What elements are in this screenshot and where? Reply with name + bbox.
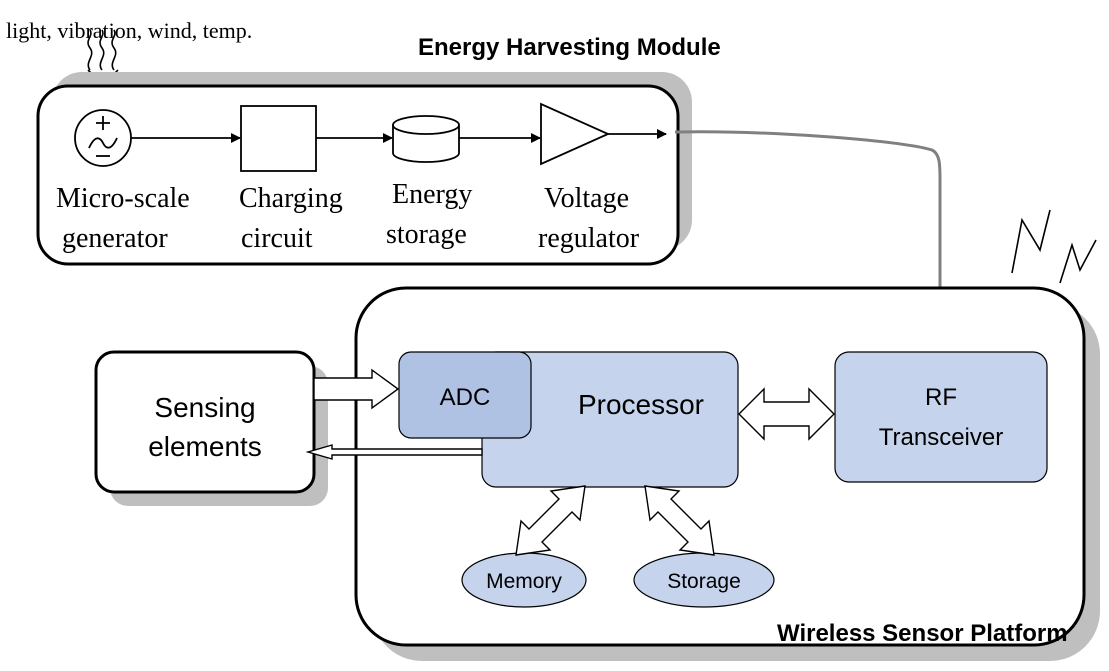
processor-memory-bidirectional-arrow <box>515 485 586 556</box>
processor-storage-bidirectional-arrow <box>644 485 715 556</box>
sensing-to-adc-arrow <box>313 368 400 410</box>
antenna-signal-icon <box>1011 209 1097 284</box>
regulator-label-line1: Voltage <box>544 183 629 214</box>
sensing-label-line2: elements <box>148 431 262 462</box>
rf-label-line2: Transceiver <box>879 424 1003 451</box>
adc-label: ADC <box>440 384 491 411</box>
charging-circuit-block <box>240 105 317 172</box>
generator-label-line1: Micro-scale <box>56 183 190 214</box>
generator-label-line2: generator <box>62 223 168 254</box>
processor-label: Processor <box>578 389 704 420</box>
ambient-sources-label: light, vibration, wind, temp. <box>6 18 252 43</box>
data-flow-arrows <box>305 368 835 556</box>
energy-module-box <box>36 84 680 266</box>
regulator-label-line2: regulator <box>538 223 640 254</box>
storage-label-line2: storage <box>386 219 467 250</box>
charging-label-line1: Charging <box>239 183 343 214</box>
platform-title: Wireless Sensor Platform <box>777 620 1068 647</box>
rf-transceiver-block <box>834 351 1048 483</box>
adc-block <box>398 351 532 439</box>
storage-label-line1: Energy <box>392 179 472 210</box>
processor-rf-bidirectional-arrow <box>738 387 835 441</box>
charging-label-line2: circuit <box>241 223 313 254</box>
storage-label: Storage <box>667 570 741 593</box>
processor-to-sensing-arrow <box>305 444 483 460</box>
rf-label-line1: RF <box>925 384 957 411</box>
energy-storage-cylinder <box>392 115 460 163</box>
sensing-label-line1: Sensing <box>154 392 255 423</box>
memory-label: Memory <box>486 570 562 593</box>
voltage-regulator-triangle <box>540 102 611 166</box>
module-chain-arrows <box>131 129 667 143</box>
energy-module-title: Energy Harvesting Module <box>418 34 721 61</box>
sensing-box <box>94 350 316 494</box>
generator-icon <box>74 109 132 167</box>
